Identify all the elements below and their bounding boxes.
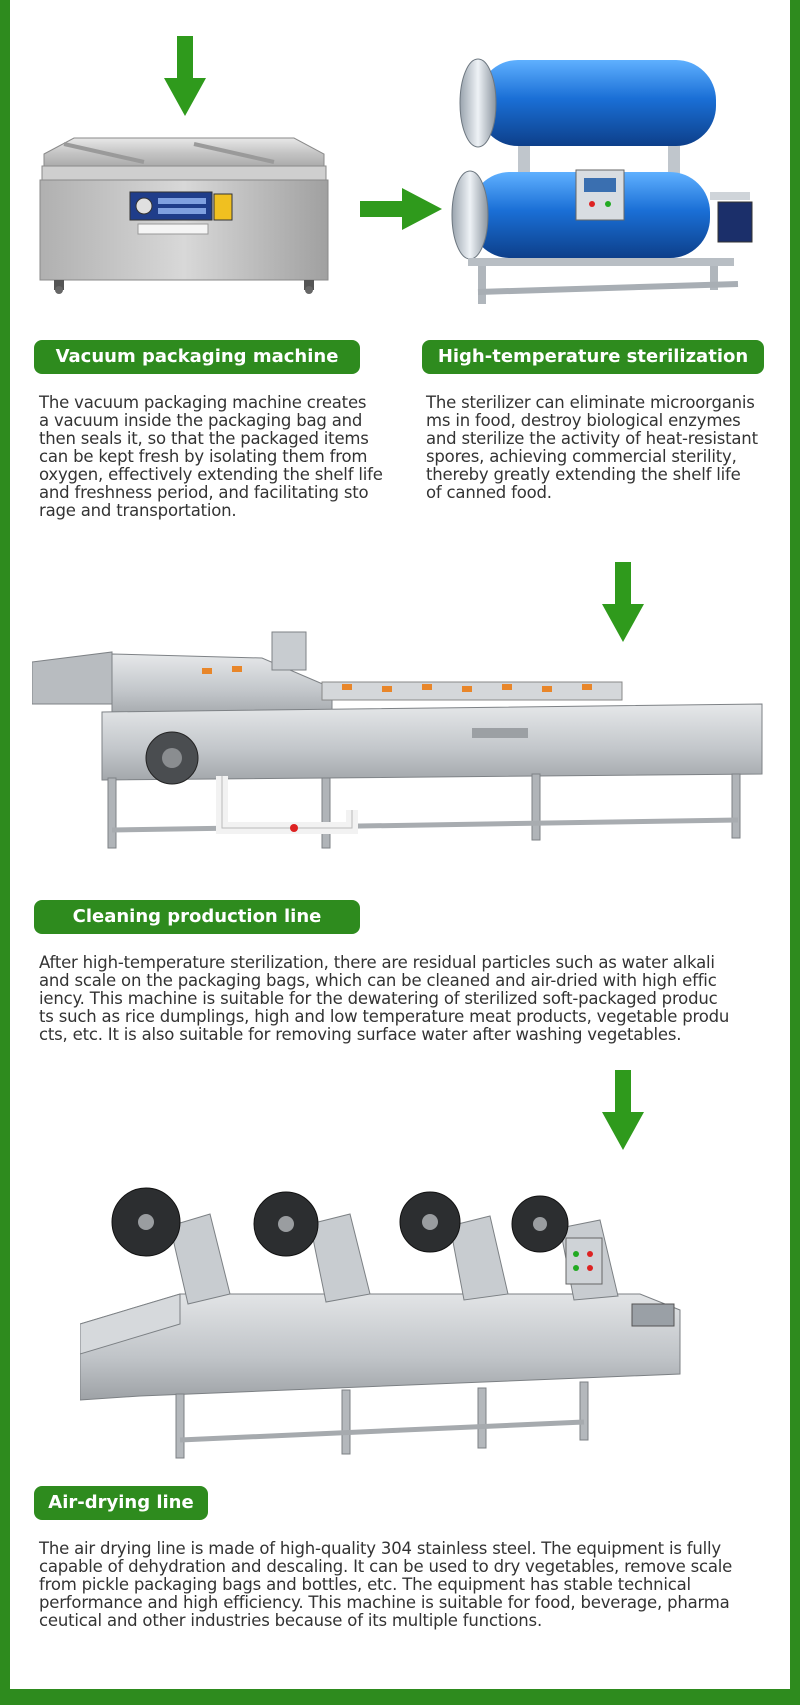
sterilizer-title-badge: High-temperature sterilization pot	[422, 340, 764, 401]
sterilizer-title: High-temperature sterilization pot	[437, 346, 749, 401]
cleaning-title: Cleaning production line	[72, 906, 322, 927]
air-drying-line-image	[80, 1187, 681, 1459]
cleaning-line-image	[32, 631, 763, 849]
airdrying-title-badge: Air-drying line	[34, 1486, 208, 1520]
vacuum-title: Vacuum packaging machine	[55, 346, 339, 367]
cleaning-description: After high-temperature sterilization, th…	[39, 953, 730, 1044]
vacuum-packaging-machine-image	[39, 137, 329, 294]
sterilizer-description: The sterilizer can eliminate microorgani…	[426, 393, 758, 502]
vacuum-title-badge: Vacuum packaging machine	[34, 340, 360, 374]
sterilization-pot-image	[451, 58, 753, 304]
vacuum-description: The vacuum packaging machine creates a v…	[39, 393, 383, 520]
airdrying-title: Air-drying line	[48, 1492, 194, 1513]
airdrying-description: The air drying line is made of high-qual…	[39, 1539, 733, 1630]
cleaning-title-badge: Cleaning production line	[34, 900, 360, 934]
arrow-down-icon	[602, 562, 644, 642]
arrow-down-icon	[164, 36, 206, 116]
arrow-right-icon	[360, 188, 442, 230]
arrow-down-icon	[602, 1070, 644, 1150]
